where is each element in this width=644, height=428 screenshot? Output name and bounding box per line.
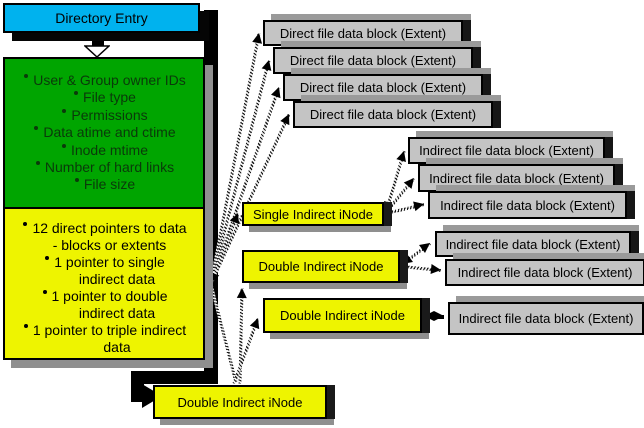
direct-data-block-2: Direct file data block (Extent)	[273, 47, 473, 74]
indirect-data-block-a2: Indirect file data block (Extent)	[418, 164, 615, 192]
inode-metadata-item: Number of hard links	[11, 159, 199, 176]
inode-pointer-item: 1 pointer to double	[11, 288, 199, 305]
bullet-icon	[23, 222, 28, 226]
down-arrow-icon	[84, 45, 110, 59]
bullet-icon	[23, 324, 28, 328]
inode-metadata-item: File type	[11, 89, 199, 106]
elbow-connector-vertical	[131, 371, 144, 402]
bullet-icon	[45, 256, 50, 260]
arrowhead-icon	[270, 85, 284, 99]
bullet-icon	[62, 108, 67, 113]
block-label: Indirect file data block (Extent)	[445, 236, 621, 252]
inode-pointers-section: 12 direct pointers to data - blocks or e…	[5, 207, 203, 356]
double-indirect-inode-box-3: Double Indirect iNode	[153, 385, 327, 419]
single-indirect-inode-box: Single Indirect iNode	[242, 202, 384, 226]
inode-metadata-section: User & Group owner IDs File type Permiss…	[5, 59, 203, 207]
node-label: Single Indirect iNode	[253, 206, 373, 222]
block-label: Direct file data block (Extent)	[299, 80, 467, 95]
inode-metadata-item: Data atime and ctime	[11, 124, 199, 141]
indirect-data-block-b1: Indirect file data block (Extent)	[435, 231, 631, 257]
block-label: Direct file data block (Extent)	[279, 25, 447, 41]
bullet-icon	[34, 126, 39, 131]
arrowhead-icon	[434, 311, 444, 321]
direct-data-block-1: Direct file data block (Extent)	[263, 20, 463, 46]
arrowhead-icon	[413, 199, 426, 212]
inode-pointer-item: 1 pointer to single	[11, 254, 199, 271]
direct-data-block-4: Direct file data block (Extent)	[293, 101, 493, 128]
inode-metadata-item: Permissions	[11, 107, 199, 124]
indirect-data-block-a3: Indirect file data block (Extent)	[428, 191, 627, 219]
inode-pointer-item-cont: indirect data	[78, 305, 156, 321]
inode-pointer-item-cont: data	[103, 339, 131, 355]
indirect-data-block-a1: Indirect file data block (Extent)	[408, 137, 605, 164]
arrowhead-icon	[396, 149, 409, 163]
pointer-text: 1 pointer to double	[51, 288, 168, 304]
elbow-connector-horizontal	[131, 371, 218, 384]
arrowhead-icon	[249, 316, 263, 330]
metadata-text: User & Group owner IDs	[33, 72, 186, 88]
node-label: Double Indirect iNode	[177, 394, 303, 410]
inode-pointer-item: 12 direct pointers to data	[11, 220, 199, 237]
pointer-text: 12 direct pointers to data	[32, 220, 187, 236]
metadata-text: Inode mtime	[70, 141, 149, 158]
metadata-text: Number of hard links	[44, 159, 175, 176]
double-indirect-inode-box-1: Double Indirect iNode	[242, 250, 400, 283]
block-label: Indirect file data block (Extent)	[419, 143, 594, 158]
arrowhead-icon	[261, 58, 274, 71]
pointer-text: 1 pointer to triple indirect	[32, 322, 187, 338]
metadata-text: File type	[83, 89, 136, 106]
arrowhead-icon	[236, 287, 247, 299]
block-label: Direct file data block (Extent)	[289, 53, 457, 68]
node-label: Double Indirect iNode	[279, 308, 406, 323]
block-label: Indirect file data block (Extent)	[458, 311, 634, 326]
bullet-icon	[74, 91, 79, 96]
metadata-text: File size	[83, 176, 136, 193]
bullet-icon	[42, 290, 47, 294]
block-label: Direct file data block (Extent)	[309, 107, 477, 122]
metadata-text: Permissions	[71, 106, 148, 123]
metadata-text: Data atime and ctime	[43, 124, 176, 141]
block-label: Indirect file data block (Extent)	[457, 265, 633, 280]
bullet-icon	[24, 74, 29, 78]
inode-box: User & Group owner IDs File type Permiss…	[3, 57, 205, 360]
inode-metadata-item: Inode mtime	[11, 142, 199, 159]
inode-pointer-item: 1 pointer to triple indirect	[11, 322, 199, 339]
node-label: Double Indirect iNode	[258, 259, 384, 274]
indirect-data-block-b2: Indirect file data block (Extent)	[445, 259, 644, 286]
trunk-connector-line	[204, 10, 218, 384]
directory-entry-label: Directory Entry	[55, 10, 148, 26]
inode-metadata-item: User & Group owner IDs	[11, 72, 199, 89]
directory-arrow-stub	[92, 33, 104, 47]
inode-pointer-item-cont: - blocks or extents	[52, 237, 167, 253]
pointer-text: 1 pointer to single	[54, 254, 165, 270]
arrowhead-icon	[430, 264, 442, 275]
indirect-data-block-c1: Indirect file data block (Extent)	[448, 302, 644, 335]
bullet-icon	[61, 143, 66, 148]
block-label: Indirect file data block (Extent)	[429, 170, 604, 186]
directory-entry-box: Directory Entry	[3, 3, 200, 33]
arrowhead-icon	[424, 311, 434, 321]
block-label: Indirect file data block (Extent)	[440, 197, 615, 213]
bullet-icon	[35, 161, 40, 166]
bullet-icon	[74, 178, 79, 183]
direct-data-block-3: Direct file data block (Extent)	[283, 74, 483, 101]
inode-metadata-item: File size	[11, 176, 199, 193]
inode-pointer-item-cont: indirect data	[78, 271, 156, 287]
double-indirect-inode-box-2: Double Indirect iNode	[263, 298, 422, 333]
